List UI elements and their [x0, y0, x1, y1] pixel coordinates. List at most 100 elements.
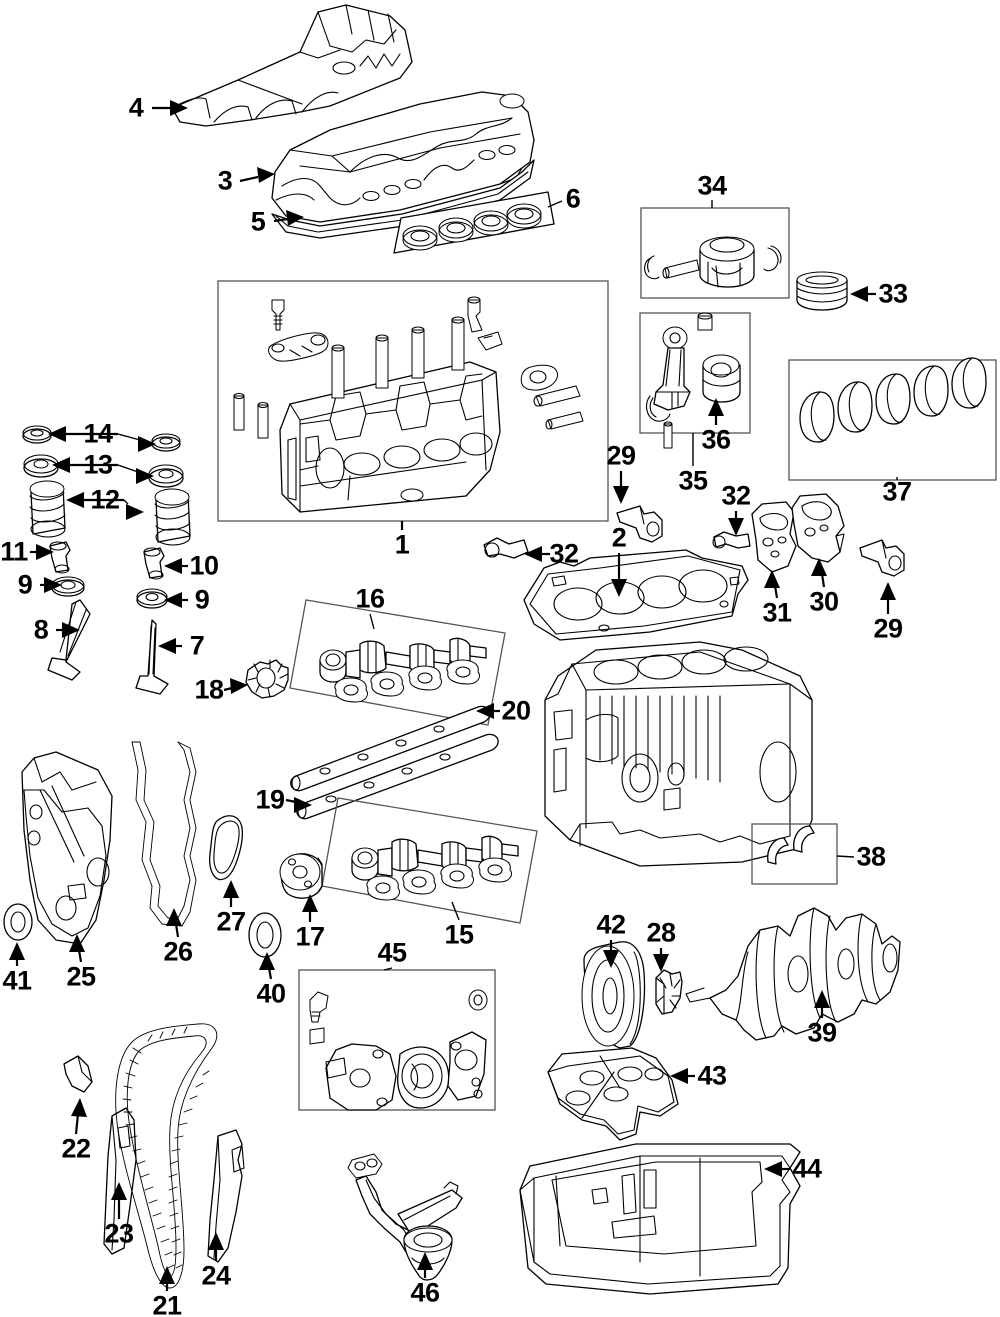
part-intake-valve-7 — [135, 619, 169, 695]
callout-16: 16 — [355, 583, 385, 614]
leader-lines — [9, 100, 898, 1291]
callout-5: 5 — [250, 206, 266, 237]
callout-29a: 29 — [606, 440, 636, 471]
part-valve-stem-seal-11 — [49, 541, 71, 574]
part-oil-pump — [309, 989, 488, 1111]
group-box-cylinder-head — [217, 280, 609, 522]
part-crank-sprocket-small — [245, 659, 289, 699]
part-oil-control-valve-30 — [791, 493, 845, 563]
callout-7: 7 — [189, 630, 205, 661]
part-engine-block — [544, 641, 813, 867]
callout-20: 20 — [501, 695, 531, 726]
callout-9b: 9 — [194, 584, 210, 615]
part-timing-chain-21 — [115, 1023, 218, 1289]
callout-27: 27 — [216, 906, 246, 937]
part-cover-seal-27 — [209, 815, 243, 881]
part-dowel-pin-a — [483, 537, 529, 559]
part-timing-chain-cover — [21, 751, 113, 945]
callout-39: 39 — [807, 1017, 837, 1048]
part-crank-gear-28 — [655, 969, 683, 1015]
callout-11: 11 — [0, 536, 28, 567]
callout-6: 6 — [565, 183, 581, 214]
callout-40: 40 — [256, 978, 286, 1009]
callout-34: 34 — [697, 170, 727, 201]
callout-13: 13 — [83, 449, 113, 480]
callout-14: 14 — [83, 418, 113, 449]
callout-26: 26 — [163, 936, 193, 967]
group-box-main-bearings — [788, 359, 997, 481]
part-exhaust-camshaft — [351, 835, 519, 901]
part-intake-camshaft — [319, 637, 487, 703]
group-box-oil-pump — [298, 969, 496, 1111]
callout-9a: 9 — [17, 569, 33, 600]
part-connecting-rod — [645, 312, 713, 449]
part-oil-control-valve-31 — [751, 501, 797, 573]
part-conrod-bushing — [702, 354, 741, 403]
part-chain-pin-22 — [63, 1055, 93, 1093]
part-exhaust-valve-8 — [47, 599, 91, 681]
part-crank-sensor — [859, 539, 905, 577]
callout-42: 42 — [596, 909, 626, 940]
callout-29b: 29 — [873, 613, 903, 644]
callout-32a: 32 — [549, 538, 579, 569]
part-crank-pulley — [581, 941, 646, 1049]
callout-1: 1 — [394, 529, 410, 560]
part-engine-cover — [171, 4, 413, 127]
part-cam-sprocket — [279, 853, 323, 899]
part-oil-pickup-tube — [347, 1153, 463, 1281]
callout-37: 37 — [882, 476, 912, 507]
part-chain-slipper-23 — [103, 1107, 137, 1255]
callout-23: 23 — [104, 1218, 134, 1249]
callout-30: 30 — [809, 586, 839, 617]
callout-2: 2 — [611, 522, 627, 553]
callout-33: 33 — [878, 278, 908, 309]
part-oil-pan — [519, 1143, 801, 1295]
callout-17: 17 — [295, 921, 325, 952]
callout-19: 19 — [255, 784, 285, 815]
callout-22: 22 — [61, 1133, 91, 1164]
callout-18: 18 — [194, 674, 224, 705]
part-valve-spring-12 — [29, 480, 191, 546]
callout-12: 12 — [90, 484, 120, 515]
group-box-piston — [640, 207, 790, 299]
callout-32b: 32 — [721, 480, 751, 511]
part-head-gasket — [523, 549, 749, 641]
callout-4: 4 — [128, 92, 144, 123]
part-piston — [644, 236, 782, 288]
callout-24: 24 — [201, 1260, 231, 1291]
callout-3: 3 — [217, 165, 233, 196]
callout-35: 35 — [678, 465, 708, 496]
group-box-conrod — [639, 312, 751, 434]
callout-46: 46 — [410, 1277, 440, 1308]
part-cylinder-head — [233, 296, 584, 513]
part-spark-plug-tube-seals — [393, 191, 555, 254]
callout-15: 15 — [444, 919, 474, 950]
callout-31: 31 — [762, 597, 792, 628]
callout-44: 44 — [792, 1153, 822, 1184]
part-piston-rings — [796, 271, 848, 311]
callout-36: 36 — [701, 424, 731, 455]
group-box-exhaust-cam — [321, 797, 538, 924]
group-box-intake-cam — [289, 599, 506, 726]
part-cam-sensor-a — [616, 505, 663, 543]
part-timing-cover-gasket — [131, 741, 197, 927]
part-thrust-washers — [767, 825, 815, 865]
callout-38: 38 — [856, 841, 886, 872]
part-oil-baffle — [547, 1047, 679, 1141]
part-valve-stem-seal-10 — [143, 547, 165, 580]
group-box-thrust-washers — [751, 823, 838, 885]
callout-10: 10 — [189, 550, 219, 581]
callout-21: 21 — [152, 1290, 182, 1317]
callout-43: 43 — [697, 1060, 727, 1091]
part-main-bearings — [799, 357, 987, 443]
part-dowel-pin-b — [712, 531, 751, 549]
callout-45: 45 — [377, 937, 407, 968]
callout-28: 28 — [646, 917, 676, 948]
callout-25: 25 — [66, 961, 96, 992]
callout-8: 8 — [33, 614, 49, 645]
part-spring-seat-9b — [136, 588, 168, 609]
part-crankshaft — [685, 907, 901, 1041]
part-oil-seal-41 — [3, 903, 33, 941]
